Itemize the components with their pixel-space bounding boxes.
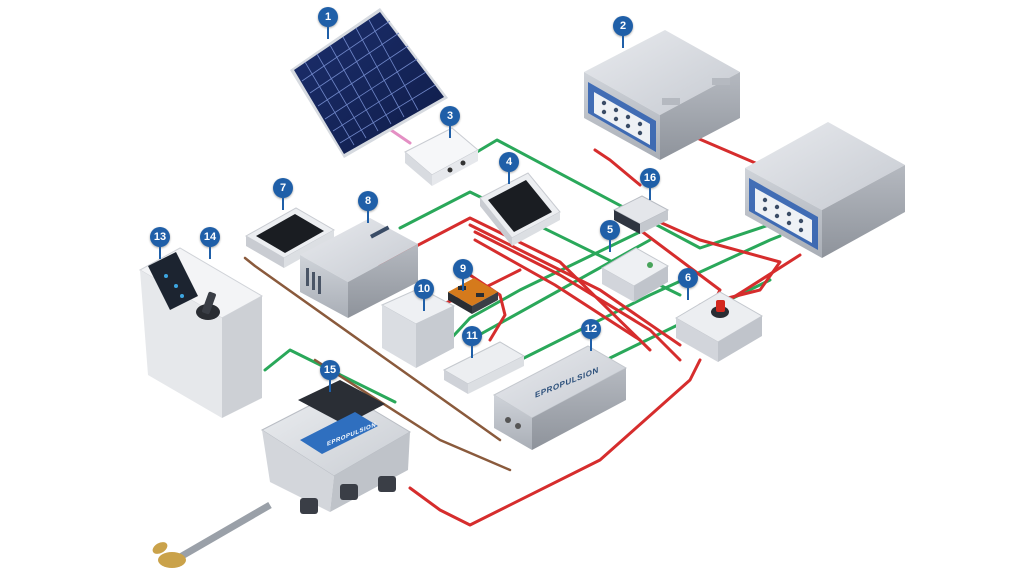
badge-aux-battery: 10 <box>414 279 434 311</box>
badge-charger-panel-b: 7 <box>273 178 293 210</box>
wire-power-3 <box>653 218 782 307</box>
main-switch <box>675 291 763 362</box>
wire-signal-2 <box>313 358 512 472</box>
badge-distribution-hub: 16 <box>640 168 660 200</box>
badge-motor-controller: 12 <box>581 319 601 351</box>
wire-power-1 <box>593 148 642 187</box>
charger-panel-a <box>479 172 561 246</box>
badge-display-screen: 13 <box>150 227 170 259</box>
solar-charge-controller <box>404 127 479 186</box>
battery-pack-a <box>584 30 740 160</box>
aux-battery <box>380 287 456 368</box>
inboard-motor <box>152 380 411 568</box>
propeller <box>152 542 186 568</box>
fuse-block <box>448 278 498 314</box>
wire-signal-1 <box>243 256 502 442</box>
wire-comm-3 <box>443 226 650 347</box>
badge-main-switch: 6 <box>678 268 698 300</box>
inverter-charger <box>300 218 418 318</box>
charger-panel-b <box>244 207 336 268</box>
solar-panel <box>290 8 448 158</box>
badge-fuse-block: 9 <box>453 259 473 291</box>
wire-power-2 <box>688 133 762 167</box>
junction-box <box>600 247 670 302</box>
battery-pack-b <box>745 122 905 258</box>
badge-throttle-lever: 14 <box>200 227 220 259</box>
badge-charger-panel-a: 4 <box>499 152 519 184</box>
distribution-hub <box>612 195 670 234</box>
badge-communication-hub: 11 <box>462 326 482 358</box>
helm-console <box>138 247 264 418</box>
badge-inverter-charger: 8 <box>358 191 378 223</box>
badge-battery-pack-a: 2 <box>613 16 633 48</box>
badge-solar-panel: 1 <box>318 7 338 39</box>
throttle-lever <box>196 291 220 320</box>
communication-hub <box>442 341 526 394</box>
wire-power-11 <box>408 358 702 527</box>
wires <box>243 126 802 527</box>
badge-junction-box: 5 <box>600 220 620 252</box>
badge-solar-charge-controller: 3 <box>440 106 460 138</box>
motor-controller <box>492 345 628 450</box>
badge-inboard-motor: 15 <box>320 360 340 392</box>
wire-power-7 <box>473 238 642 342</box>
wire-power-5 <box>468 223 682 347</box>
wire-comm-5 <box>263 348 397 404</box>
display-screen <box>148 252 198 310</box>
wire-power-6 <box>473 230 682 362</box>
